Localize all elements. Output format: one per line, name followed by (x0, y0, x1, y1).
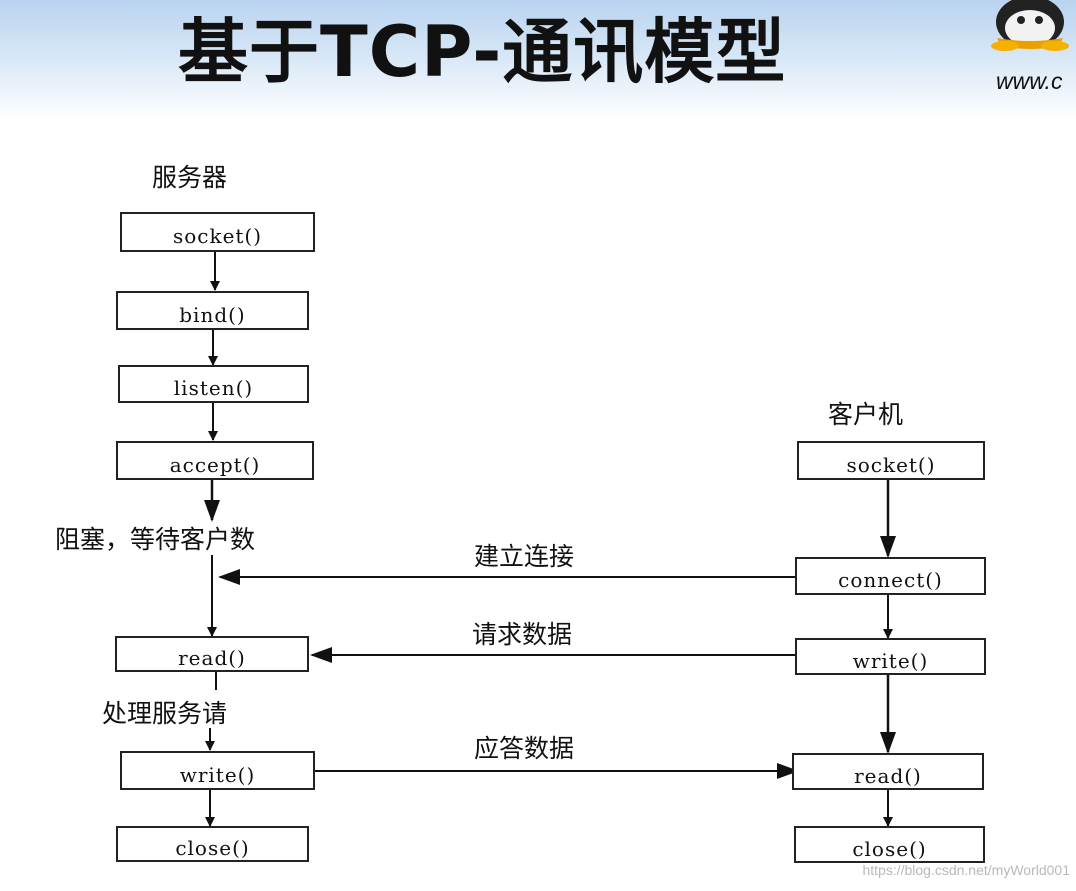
title-banner (0, 0, 1076, 120)
source-watermark: https://blog.csdn.net/myWorld001 (862, 862, 1070, 878)
client-close-box: close() (794, 826, 985, 863)
connect-message-label: 建立连接 (474, 542, 575, 571)
server-write-box: write() (120, 751, 315, 790)
client-write-box: write() (795, 638, 986, 675)
client-read-box: read() (792, 753, 984, 790)
client-connect-box: connect() (795, 557, 986, 595)
server-accept-box: accept() (116, 441, 314, 480)
server-processing-note: 处理服务请 (102, 699, 228, 728)
server-read-box: read() (115, 636, 309, 672)
server-heading: 服务器 (152, 163, 228, 192)
server-socket-box: socket() (120, 212, 315, 252)
server-bind-box: bind() (116, 291, 309, 330)
request-message-label: 请求数据 (472, 620, 573, 649)
response-message-label: 应答数据 (474, 734, 575, 763)
page-title: 基于TCP-通讯模型 (178, 11, 787, 93)
client-heading: 客户机 (828, 400, 904, 429)
penguin-logo-icon (991, 0, 1069, 51)
server-close-box: close() (116, 826, 309, 862)
client-socket-box: socket() (797, 441, 985, 480)
server-listen-box: listen() (118, 365, 309, 403)
server-blocking-note: 阻塞，等待客户数 (55, 525, 256, 554)
logo-url: www.c (996, 68, 1063, 94)
